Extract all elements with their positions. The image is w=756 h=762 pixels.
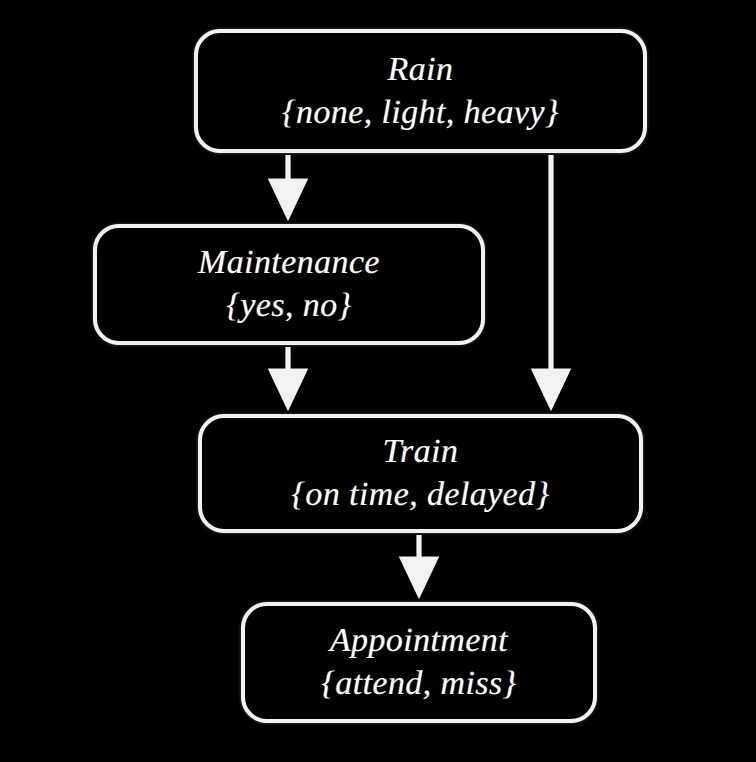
node-train-states: {on time, delayed} (291, 476, 550, 513)
node-rain[interactable]: Rain {none, light, heavy} (194, 29, 647, 153)
node-appointment-states: {attend, miss} (321, 665, 517, 702)
node-maintenance[interactable]: Maintenance {yes, no} (93, 224, 485, 345)
node-maintenance-label: Maintenance (198, 244, 380, 281)
node-train[interactable]: Train {on time, delayed} (198, 414, 643, 533)
node-maintenance-states: {yes, no} (226, 287, 352, 324)
node-appointment[interactable]: Appointment {attend, miss} (241, 602, 597, 723)
node-appointment-label: Appointment (329, 622, 509, 659)
node-rain-states: {none, light, heavy} (282, 93, 559, 131)
node-rain-label: Rain (387, 50, 454, 88)
node-train-label: Train (382, 433, 459, 470)
